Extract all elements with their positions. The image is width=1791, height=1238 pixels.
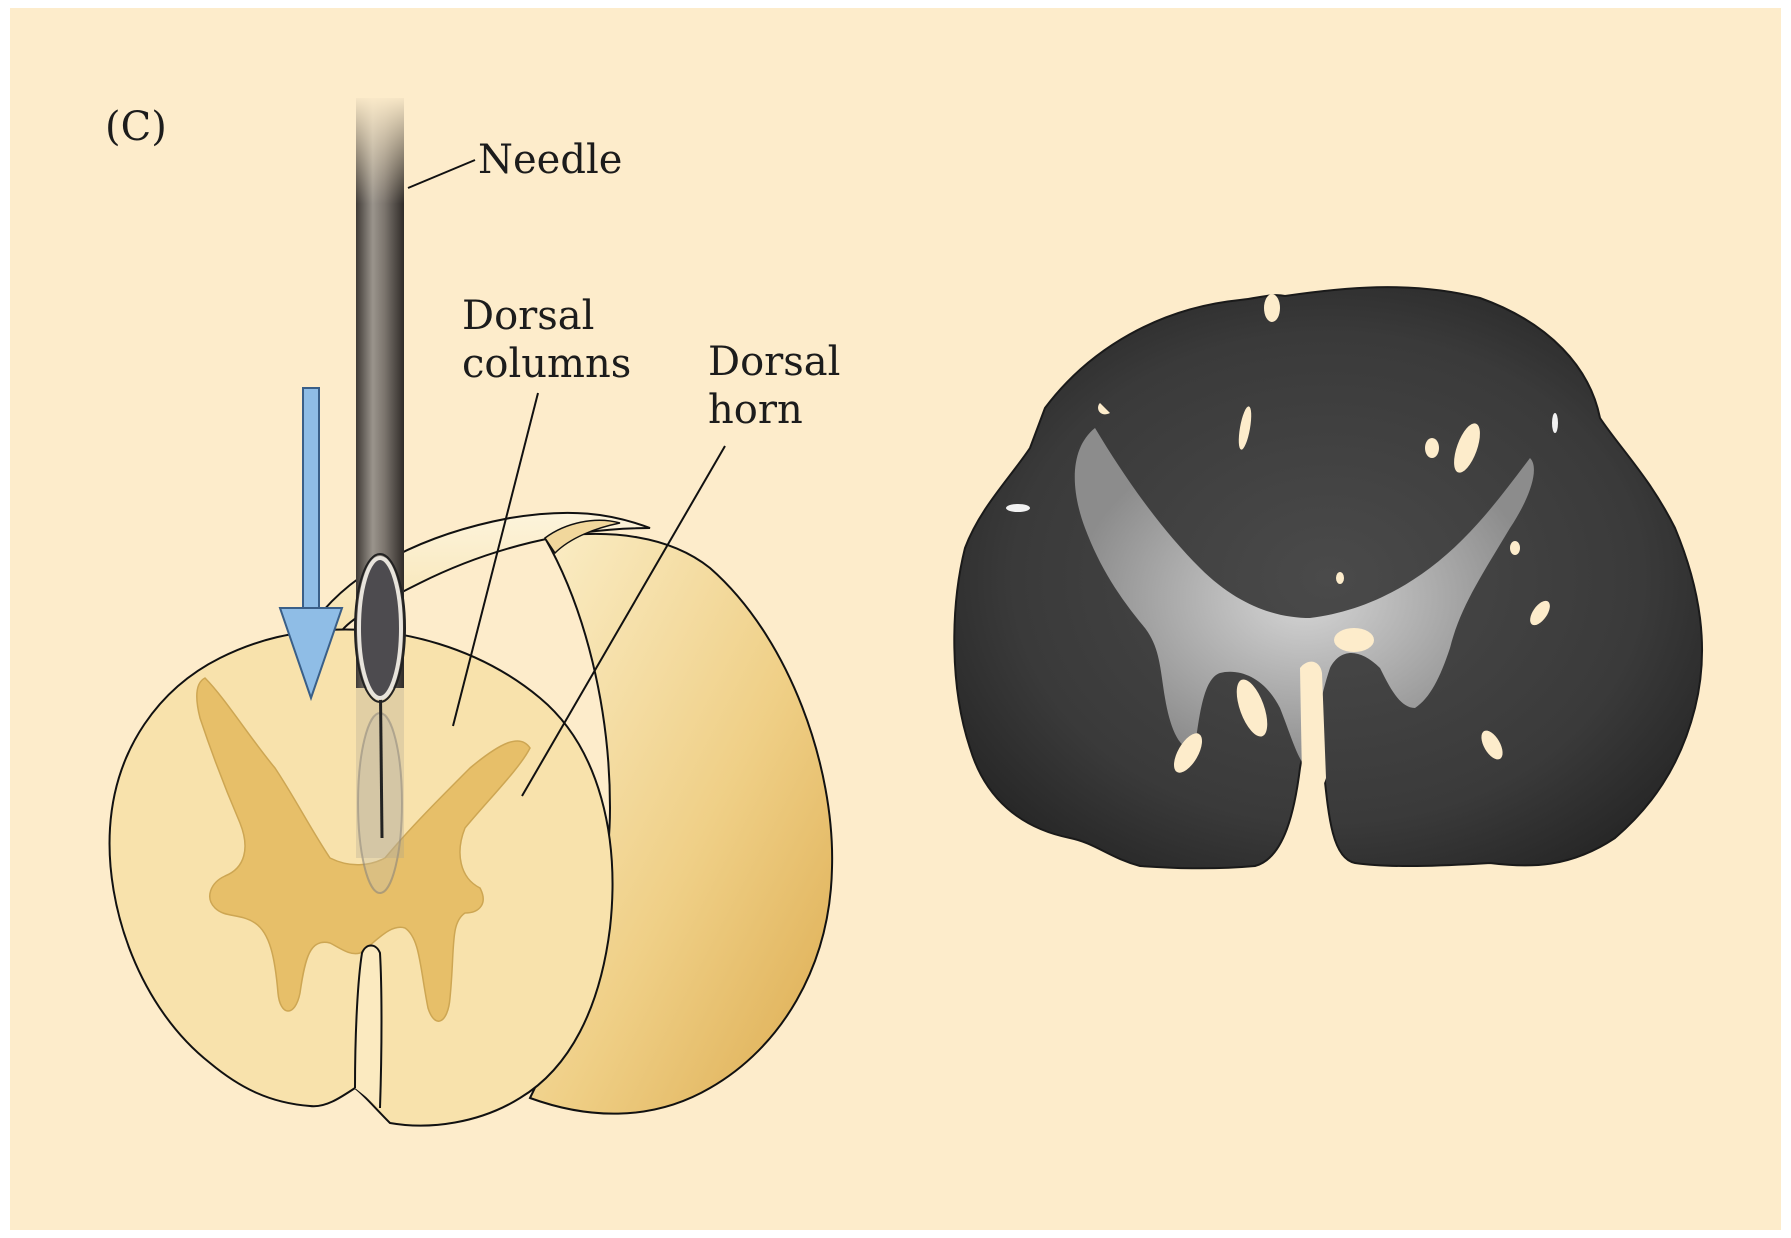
- needle-label: Needle: [478, 136, 622, 184]
- needle-leader-line: [408, 160, 475, 188]
- ventral-median-fissure: [355, 946, 382, 1109]
- figure-panel: (C) Needle Dorsal columns Dorsal horn: [10, 8, 1781, 1230]
- needle-bevel: [359, 558, 401, 698]
- dorsal-columns-label: Dorsal columns: [462, 292, 631, 388]
- spinal-cord-diagram: [10, 8, 1781, 1230]
- stained-spinal-cord-section-image: [954, 287, 1702, 868]
- needle-fade: [350, 94, 410, 204]
- dorsal-horn-label: Dorsal horn: [708, 338, 840, 434]
- panel-letter: (C): [105, 103, 167, 151]
